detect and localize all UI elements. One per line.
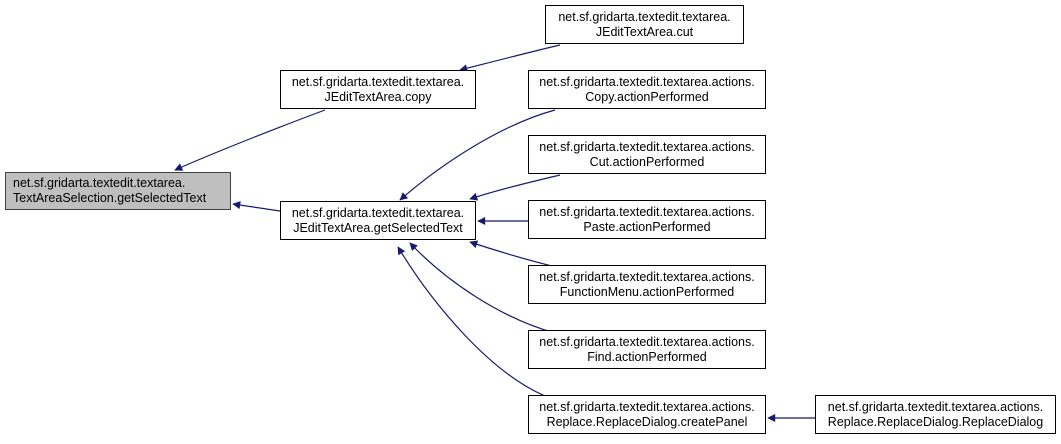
edge-copy-to-root [174,109,326,171]
node-line2: JEditTextArea.cut [595,24,694,39]
node-line1: net.sf.gridarta.textedit.textarea. [558,9,731,24]
node-jedittextarea-cut[interactable]: net.sf.gridarta.textedit.textarea. JEdit… [545,5,744,44]
node-paste-actionperformed[interactable]: net.sf.gridarta.textedit.textarea.action… [528,200,766,239]
node-line1: net.sf.gridarta.textedit.textarea.action… [539,204,755,219]
node-line2: TextAreaSelection.getSelectedText [13,191,207,205]
node-jedittextarea-getselectedtext[interactable]: net.sf.gridarta.textedit.textarea. JEdit… [280,201,476,240]
edge-getsel-to-root [232,201,281,212]
node-line1: net.sf.gridarta.textedit.textarea.action… [827,399,1044,414]
node-line1: net.sf.gridarta.textedit.textarea. [13,176,186,190]
node-line2: Replace.ReplaceDialog.createPanel [546,414,748,429]
node-replacedialog-createpanel[interactable]: net.sf.gridarta.textedit.textarea.action… [528,395,766,434]
node-textareaselection-getselectedtext[interactable]: net.sf.gridarta.textedit.textarea. TextA… [5,172,231,210]
node-line2: Paste.actionPerformed [583,219,711,234]
node-line1: net.sf.gridarta.textedit.textarea.action… [539,139,755,154]
node-line1: net.sf.gridarta.textedit.textarea.action… [539,269,755,284]
node-line1: net.sf.gridarta.textedit.textarea.action… [539,334,755,349]
node-copy-actionperformed[interactable]: net.sf.gridarta.textedit.textarea.action… [528,70,766,109]
node-line1: net.sf.gridarta.textedit.textarea. [291,74,465,89]
node-line1: net.sf.gridarta.textedit.textarea.action… [539,399,755,414]
node-line1: net.sf.gridarta.textedit.textarea.action… [539,74,755,89]
edge-findap-to-getsel [409,242,556,334]
node-functionmenu-actionperformed[interactable]: net.sf.gridarta.textedit.textarea.action… [528,265,766,304]
node-line2: Find.actionPerformed [587,349,707,364]
node-line2: FunctionMenu.actionPerformed [559,284,735,299]
node-line2: JEditTextArea.getSelectedText [293,220,463,235]
node-line2: Copy.actionPerformed [585,89,709,104]
node-line2: Replace.ReplaceDialog.ReplaceDialog [827,414,1044,429]
edge-copyap-to-getsel [399,109,556,201]
node-jedittextarea-copy[interactable]: net.sf.gridarta.textedit.textarea. JEdit… [280,70,476,109]
node-cut-actionperformed[interactable]: net.sf.gridarta.textedit.textarea.action… [528,135,766,174]
node-replacedialog-replacedialog[interactable]: net.sf.gridarta.textedit.textarea.action… [815,395,1056,434]
edge-createpanel-to-getsel [397,246,551,399]
node-find-actionperformed[interactable]: net.sf.gridarta.textedit.textarea.action… [528,330,766,369]
node-line2: JEditTextArea.copy [324,89,432,104]
edge-cut-to-copy [459,44,561,73]
edge-cutap-to-getsel [469,174,561,201]
node-line1: net.sf.gridarta.textedit.textarea. [291,205,465,220]
node-line2: Cut.actionPerformed [589,154,705,169]
